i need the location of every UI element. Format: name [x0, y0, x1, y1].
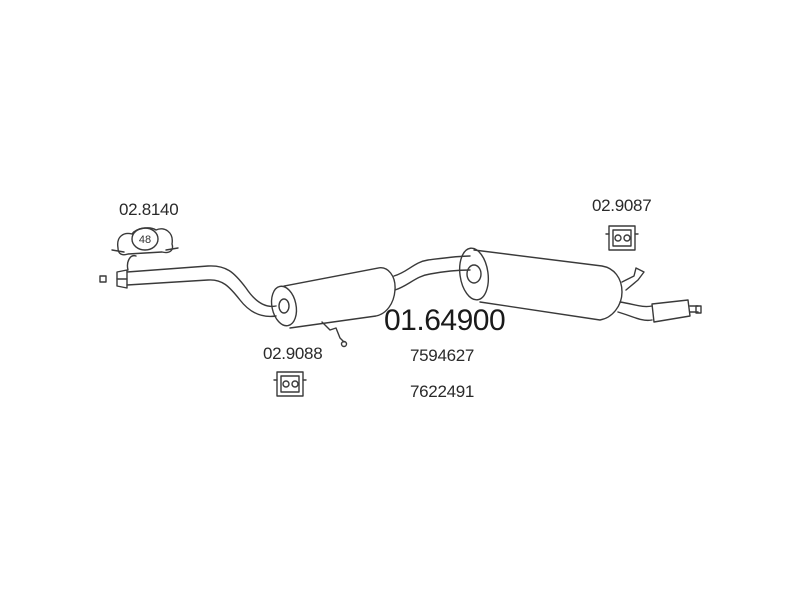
rear-muffler: [458, 247, 645, 321]
assembly-part-code: 01.64900: [384, 304, 506, 337]
reference-number: 7594627: [410, 346, 475, 365]
front-pipe: [116, 255, 277, 318]
reference-number: 7622491: [410, 382, 475, 401]
front-hanger-part-code: 02.9088: [263, 344, 323, 363]
rear-hanger-part: [605, 225, 639, 251]
front-pipe-end: [99, 275, 107, 283]
front-hanger-part: [273, 371, 307, 397]
clamp-size-label: 48: [139, 234, 151, 246]
clamp-part: [111, 227, 179, 256]
intermediate-pipe: [393, 255, 471, 291]
clamp-part-code: 02.8140: [119, 200, 179, 219]
tail-pipe: [617, 299, 702, 323]
front-muffler: [270, 267, 396, 348]
rear-hanger-part-code: 02.9087: [592, 196, 652, 215]
